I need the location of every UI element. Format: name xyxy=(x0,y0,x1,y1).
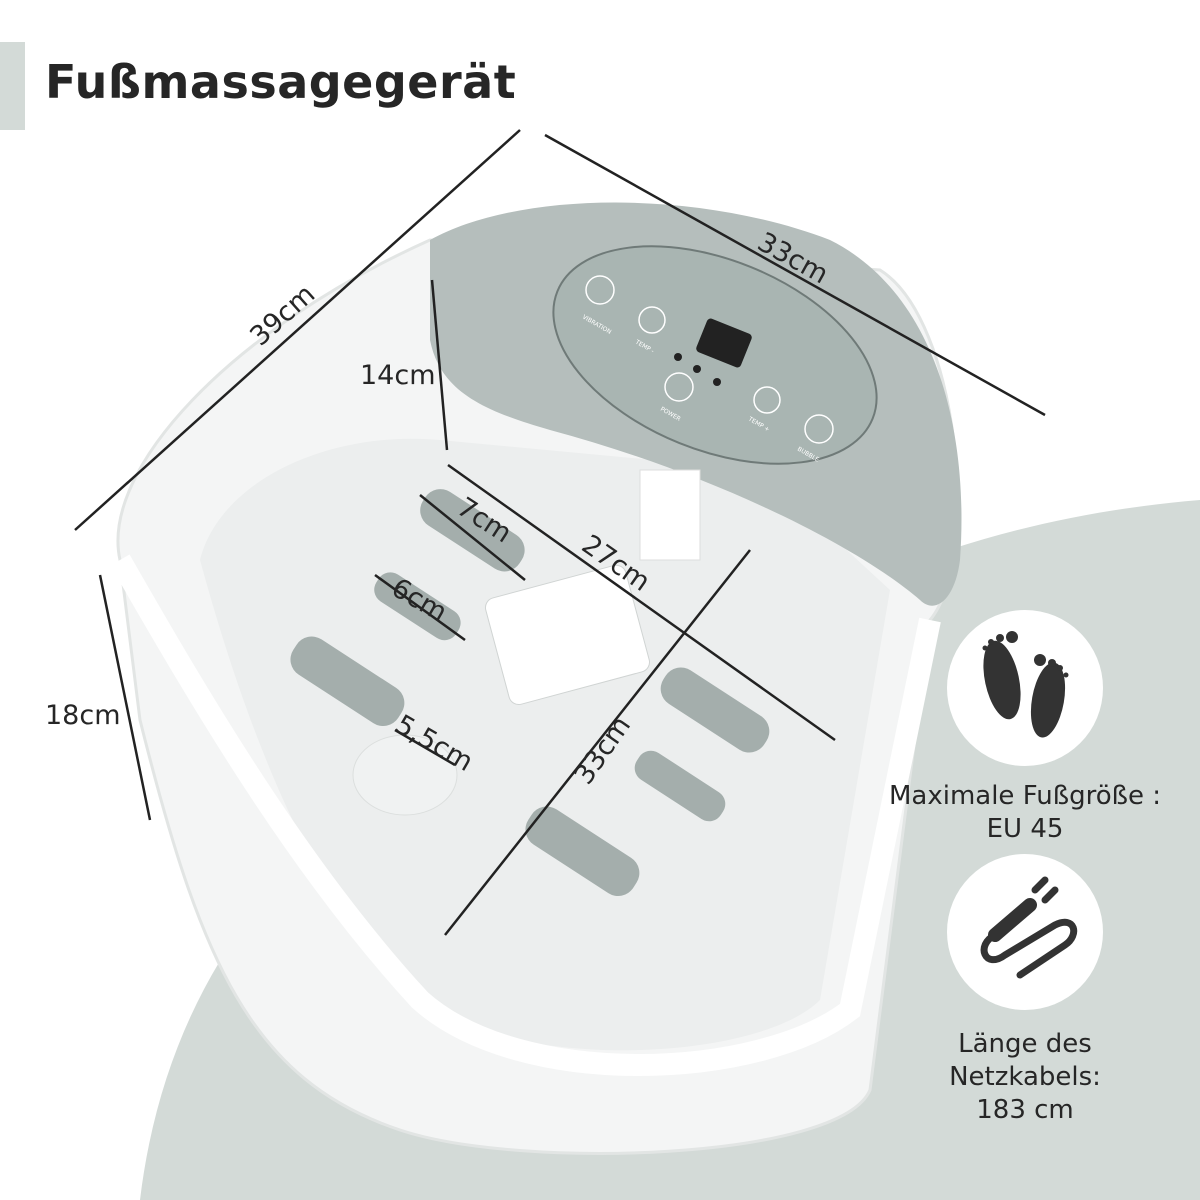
temp-plus-button xyxy=(753,386,781,414)
feature-foot-size: Maximale Fußgröße : EU 45 xyxy=(855,780,1195,846)
feature-foot-size-label: Maximale Fußgröße : xyxy=(888,781,1162,811)
tub-rim xyxy=(110,554,941,1076)
bubble-button xyxy=(804,414,834,444)
temp-minus-button xyxy=(638,306,666,334)
center-post xyxy=(639,469,701,561)
dim-inner-height: 14cm xyxy=(360,360,436,391)
feature-foot-size-value: EU 45 xyxy=(986,814,1064,844)
page-title: Fußmassagegerät xyxy=(45,55,517,109)
vibration-button xyxy=(585,275,615,305)
dim-outer-height: 18cm xyxy=(45,700,121,731)
display xyxy=(696,318,752,368)
power-plug-icon-circle xyxy=(947,854,1103,1010)
footprints-icon-circle xyxy=(947,610,1103,766)
power-button xyxy=(664,372,694,402)
feature-cable-label-2: Netzkabels: xyxy=(949,1062,1101,1092)
feature-cable-value: 183 cm xyxy=(976,1095,1074,1125)
title-accent-bar xyxy=(0,42,25,130)
footprints-icon xyxy=(982,631,1069,738)
dimension-lines xyxy=(74,129,1046,936)
feature-cable-label-1: Länge des xyxy=(958,1029,1092,1059)
feature-cable-length: Länge des Netzkabels: 183 cm xyxy=(855,1028,1195,1127)
power-plug-icon xyxy=(980,876,1078,979)
filter-box xyxy=(484,564,651,706)
